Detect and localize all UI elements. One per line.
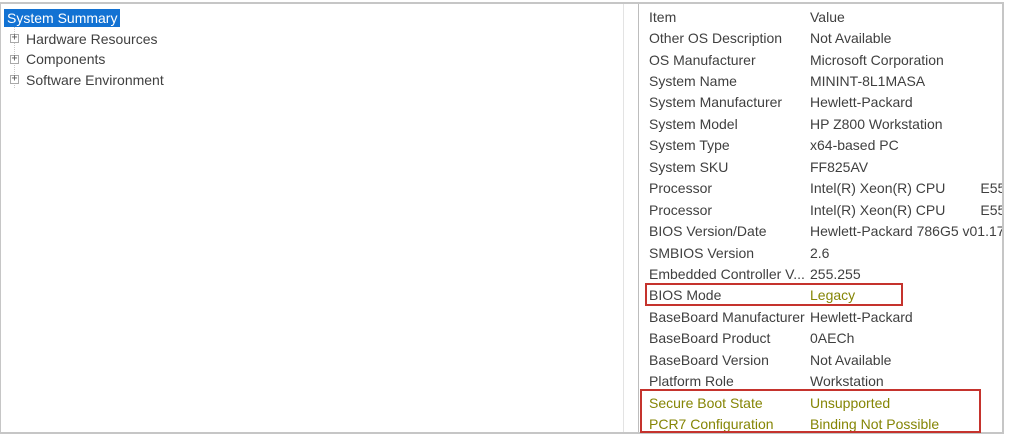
row-item-label: OS Manufacturer bbox=[649, 51, 756, 68]
row-item-label: System Name bbox=[649, 73, 737, 90]
table-row[interactable]: Secure Boot State Unsupported bbox=[639, 392, 1002, 413]
expand-plus-icon[interactable]: + bbox=[10, 32, 19, 44]
table-row[interactable]: System SKU FF825AV bbox=[639, 156, 1002, 177]
tree-item-label: Components bbox=[26, 51, 106, 68]
row-item-label: Platform Role bbox=[649, 373, 734, 390]
row-item-label: Processor bbox=[649, 180, 713, 197]
expand-plus-icon[interactable]: + bbox=[10, 52, 19, 64]
row-value: 2.6 bbox=[810, 244, 830, 261]
row-item-label: Embedded Controller V... bbox=[649, 265, 805, 282]
table-row[interactable]: System Type x64-based PC bbox=[639, 135, 1002, 156]
row-value: HP Z800 Workstation bbox=[810, 115, 943, 132]
row-value: 255.255 bbox=[810, 265, 861, 282]
table-row[interactable]: BIOS Mode Legacy bbox=[639, 285, 1002, 306]
tree-item-hardware-resources[interactable]: + Hardware Resources bbox=[1, 29, 623, 50]
row-value: Intel(R) Xeon(R) CPU E5506 bbox=[810, 201, 1002, 218]
row-item-label: Processor bbox=[649, 201, 713, 218]
row-item-label: BIOS Mode bbox=[649, 287, 722, 304]
row-value: Not Available bbox=[810, 30, 892, 47]
tree-item-label: Software Environment bbox=[26, 71, 164, 88]
row-value: Hewlett-Packard 786G5 v01.17, 8/ bbox=[810, 223, 1002, 240]
row-value: Unsupported bbox=[810, 394, 891, 411]
row-item-label: Other OS Description bbox=[649, 30, 783, 47]
table-row[interactable]: System Name MININT-8L1MASA bbox=[639, 70, 1002, 91]
table-row[interactable]: Other OS Description Not Available bbox=[639, 27, 1002, 48]
row-value: 0AECh bbox=[810, 330, 855, 347]
table-row[interactable]: PCR7 Configuration Binding Not Possible bbox=[639, 413, 1002, 432]
row-value: MININT-8L1MASA bbox=[810, 73, 926, 90]
table-row[interactable]: Processor Intel(R) Xeon(R) CPU E5506 bbox=[639, 199, 1002, 220]
row-item-label: System Model bbox=[649, 115, 738, 132]
table-row[interactable]: BaseBoard Version Not Available bbox=[639, 349, 1002, 370]
row-item-label: Secure Boot State bbox=[649, 394, 763, 411]
row-item-label: BaseBoard Product bbox=[649, 330, 771, 347]
category-tree: System Summary + Hardware Resources + Compon… bbox=[1, 4, 624, 432]
row-item-label: BaseBoard Version bbox=[649, 351, 769, 368]
row-item-label: SMBIOS Version bbox=[649, 244, 755, 261]
table-row[interactable]: Platform Role Workstation bbox=[639, 370, 1002, 391]
row-value: Legacy bbox=[810, 287, 856, 304]
row-item-label: System Type bbox=[649, 137, 730, 154]
row-item-label: BaseBoard Manufacturer bbox=[649, 308, 805, 325]
pane-splitter[interactable] bbox=[625, 4, 638, 432]
row-value: Microsoft Corporation bbox=[810, 51, 944, 68]
row-item-label: System SKU bbox=[649, 158, 729, 175]
tree-item-software-environment[interactable]: + Software Environment bbox=[1, 70, 623, 91]
expand-plus-icon[interactable]: + bbox=[10, 73, 19, 85]
row-value: Hewlett-Packard bbox=[810, 308, 913, 325]
table-row[interactable]: SMBIOS Version 2.6 bbox=[639, 242, 1002, 263]
row-value: x64-based PC bbox=[810, 137, 899, 154]
row-item-label: System Manufacturer bbox=[649, 94, 783, 111]
table-row[interactable]: BIOS Version/Date Hewlett-Packard 786G5 v… bbox=[639, 220, 1002, 241]
tree-item-components[interactable]: + Components bbox=[1, 49, 623, 70]
table-row[interactable]: BaseBoard Product 0AECh bbox=[639, 328, 1002, 349]
table-row[interactable]: Embedded Controller V... 255.255 bbox=[639, 263, 1002, 284]
tree-item-label: System Summary bbox=[4, 9, 121, 28]
row-value: Workstation bbox=[810, 373, 884, 390]
tree-item-label: Hardware Resources bbox=[26, 30, 158, 47]
table-row[interactable]: System Model HP Z800 Workstation bbox=[639, 113, 1002, 134]
table-row[interactable]: System Manufacturer Hewlett-Packard bbox=[639, 92, 1002, 113]
row-value: Binding Not Possible bbox=[810, 416, 940, 432]
column-header-value[interactable]: Value bbox=[810, 8, 845, 25]
row-value: Hewlett-Packard bbox=[810, 94, 913, 111]
row-value: Intel(R) Xeon(R) CPU E5506 bbox=[810, 180, 1002, 197]
row-value: Not Available bbox=[810, 351, 892, 368]
row-item-label: BIOS Version/Date bbox=[649, 223, 767, 240]
table-row[interactable]: OS Manufacturer Microsoft Corporation bbox=[639, 49, 1002, 70]
table-header-row: Item Value bbox=[639, 6, 1002, 27]
system-information-window: System Summary + Hardware Resources + Compon… bbox=[0, 2, 1004, 434]
table-row[interactable]: Processor Intel(R) Xeon(R) CPU E5506 bbox=[639, 178, 1002, 199]
column-header-item[interactable]: Item bbox=[649, 8, 677, 25]
row-value: FF825AV bbox=[810, 158, 869, 175]
tree-item-system-summary[interactable]: System Summary bbox=[1, 8, 623, 29]
table-row[interactable]: BaseBoard Manufacturer Hewlett-Packard bbox=[639, 306, 1002, 327]
row-item-label: PCR7 Configuration bbox=[649, 416, 774, 432]
